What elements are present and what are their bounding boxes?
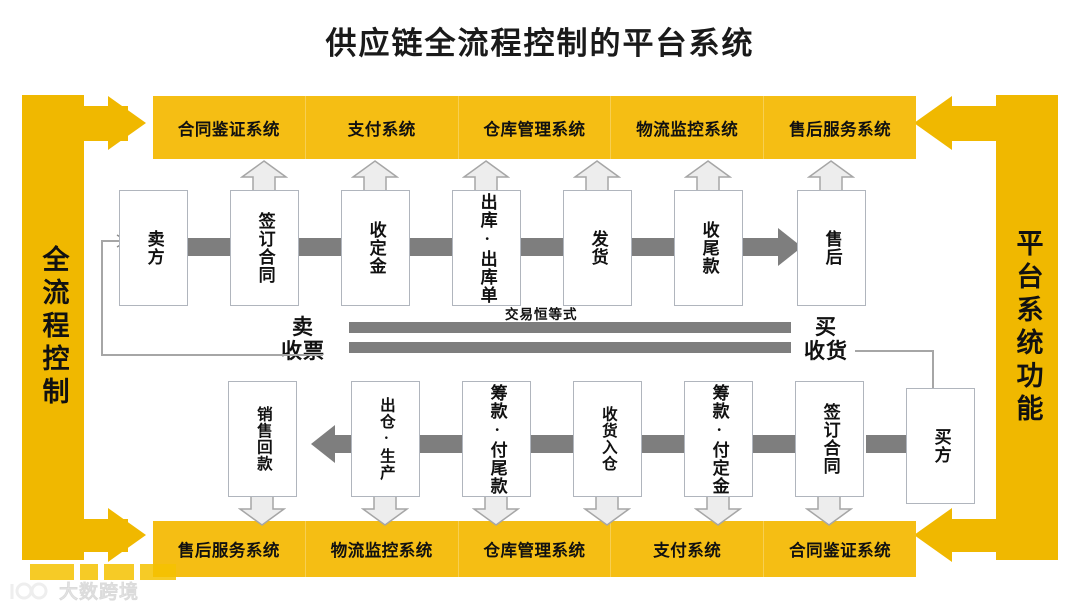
seller-step-2-label: 收定金 — [366, 221, 386, 275]
buyer-down-arrow-4-icon — [472, 492, 520, 526]
buyer-connector-1 — [741, 435, 807, 453]
buyer-step-5-出仓生产[interactable]: 出仓·生产 — [351, 381, 420, 497]
buyer-side-note-line2: 收货 — [804, 338, 848, 363]
buyer-connector-0 — [866, 435, 906, 453]
right-top-arrow-shaft — [952, 106, 996, 141]
seller-up-arrow-1-icon — [240, 160, 288, 194]
seller-side-note-line1: 卖 — [292, 315, 314, 339]
buyer-step-3-收货入仓[interactable]: 收货入仓 — [573, 381, 642, 497]
top-system-bar: 合同鉴证系统 支付系统 仓库管理系统 物流监控系统 售后服务系统 — [153, 96, 916, 159]
buyer-side-note-line1: 买 — [815, 315, 837, 339]
top-bar-cell-4[interactable]: 售后服务系统 — [789, 119, 892, 139]
bottom-bar-cell-4[interactable]: 合同鉴证系统 — [789, 541, 892, 560]
buyer-step-6-label: 销售回款 — [254, 406, 272, 472]
bottom-system-bar: 售后服务系统 物流监控系统 仓库管理系统 支付系统 合同鉴证系统 — [153, 521, 916, 577]
buyer-step-6-销售回款[interactable]: 销售回款 — [228, 381, 297, 497]
buyer-step-2-label2: 筹款· — [709, 383, 729, 440]
right-bottom-arrowhead-icon — [914, 508, 952, 562]
buyer-step-4-label-group: 付尾款 筹款· — [487, 383, 507, 495]
seller-side-note: 卖 收票 — [263, 315, 343, 363]
buyer-step-0-label: 买方 — [931, 428, 951, 464]
buyer-connector-3 — [519, 435, 585, 453]
seller-up-arrow-4-icon — [573, 160, 621, 194]
left-loop-vertical — [101, 240, 103, 355]
seller-step-0-卖方[interactable]: 卖方 — [119, 190, 188, 306]
left-top-arrowhead-icon — [108, 96, 146, 150]
left-sidebar-label: 全流程控制 — [38, 245, 69, 410]
seller-up-arrow-6-icon — [807, 160, 855, 194]
bottom-bar-cell-0[interactable]: 售后服务系统 — [153, 521, 306, 577]
top-bar-cell-2[interactable]: 仓库管理系统 — [459, 96, 612, 159]
buyer-down-arrow-6-icon — [238, 492, 286, 526]
right-bottom-arrow-shaft — [952, 519, 996, 552]
seller-step-3-label-group: 出库单 出库· — [477, 192, 497, 304]
buyer-step-5-label: 出仓·生产 — [377, 397, 395, 481]
bottom-bar-cell-2[interactable]: 仓库管理系统 — [459, 521, 612, 577]
right-sidebar-平台系统功能: 平台系统功能 — [996, 95, 1058, 560]
buyer-step-2-label-group: 付定金 筹款· — [709, 383, 729, 495]
watermark-blocks — [30, 564, 176, 580]
buyer-step-4-label2: 筹款· — [487, 383, 507, 440]
seller-step-0-label: 卖方 — [144, 230, 164, 266]
buyer-down-arrow-1-icon — [805, 492, 853, 526]
buyer-step-1-签订合同[interactable]: 签订合同 — [795, 381, 864, 497]
buyer-side-note: 买 收货 — [786, 315, 866, 363]
seller-step-3-label: 出库单 — [477, 249, 497, 304]
left-sidebar-全流程控制: 全流程控制 — [22, 95, 84, 560]
seller-step-5-收尾款[interactable]: 收尾款 — [674, 190, 743, 306]
buyer-down-arrow-3-icon — [583, 492, 631, 526]
left-loop-entry — [101, 240, 123, 242]
seller-side-note-line2: 收票 — [281, 338, 325, 363]
seller-up-arrow-3-icon — [462, 160, 510, 194]
buyer-down-arrow-5-icon — [361, 492, 409, 526]
seller-up-arrow-2-icon — [351, 160, 399, 194]
right-sidebar-label: 平台系统功能 — [1012, 228, 1043, 427]
buyer-final-arrowhead-icon — [311, 425, 335, 463]
top-bar-cell-3[interactable]: 物流监控系统 — [611, 96, 765, 159]
watermark: 大数跨境 — [8, 577, 139, 604]
buyer-step-1-label: 签订合同 — [820, 403, 840, 475]
right-top-arrowhead-icon — [914, 96, 952, 150]
buyer-connector-4 — [408, 435, 474, 453]
top-bar-cell-0[interactable]: 合同鉴证系统 — [153, 96, 306, 159]
equation-bar-bottom — [349, 342, 791, 353]
equation-bar-top — [349, 322, 791, 333]
seller-step-4-发货[interactable]: 发货 — [563, 190, 632, 306]
buyer-step-3-label: 收货入仓 — [599, 406, 617, 472]
left-loop-horizontal — [101, 354, 323, 356]
seller-step-1-签订合同[interactable]: 签订合同 — [230, 190, 299, 306]
seller-step-4-label: 发货 — [588, 230, 608, 266]
buyer-step-0-买方[interactable]: 买方 — [906, 388, 975, 504]
seller-step-3-label2: 出库· — [477, 192, 497, 249]
page-title: 供应链全流程控制的平台系统 — [325, 26, 755, 61]
seller-connector-5 — [740, 238, 778, 256]
seller-step-6-售后[interactable]: 售后 — [797, 190, 866, 306]
seller-step-6-label: 售后 — [822, 230, 842, 266]
top-bar-cell-1[interactable]: 支付系统 — [306, 96, 459, 159]
seller-step-1-label: 签订合同 — [255, 212, 275, 284]
left-bottom-arrowhead-icon — [108, 508, 146, 562]
bottom-bar-cell-3[interactable]: 支付系统 — [611, 521, 765, 577]
buyer-connector-2 — [630, 435, 696, 453]
buyer-step-2-付定金[interactable]: 付定金 筹款· — [684, 381, 753, 497]
buyer-step-2-label: 付定金 — [709, 440, 729, 495]
right-loop-horizontal — [855, 350, 933, 352]
equation-label: 交易恒等式 — [505, 307, 578, 322]
buyer-down-arrow-2-icon — [694, 492, 742, 526]
seller-step-3-出库[interactable]: 出库单 出库· — [452, 190, 521, 306]
watermark-logo-icon — [8, 580, 54, 602]
bottom-bar-cell-1[interactable]: 物流监控系统 — [306, 521, 459, 577]
buyer-step-4-label: 付尾款 — [487, 440, 507, 495]
seller-up-arrow-5-icon — [684, 160, 732, 194]
seller-step-2-收定金[interactable]: 收定金 — [341, 190, 410, 306]
buyer-step-4-付尾款[interactable]: 付尾款 筹款· — [462, 381, 531, 497]
seller-step-5-label: 收尾款 — [699, 221, 719, 275]
watermark-text: 大数跨境 — [59, 582, 140, 603]
